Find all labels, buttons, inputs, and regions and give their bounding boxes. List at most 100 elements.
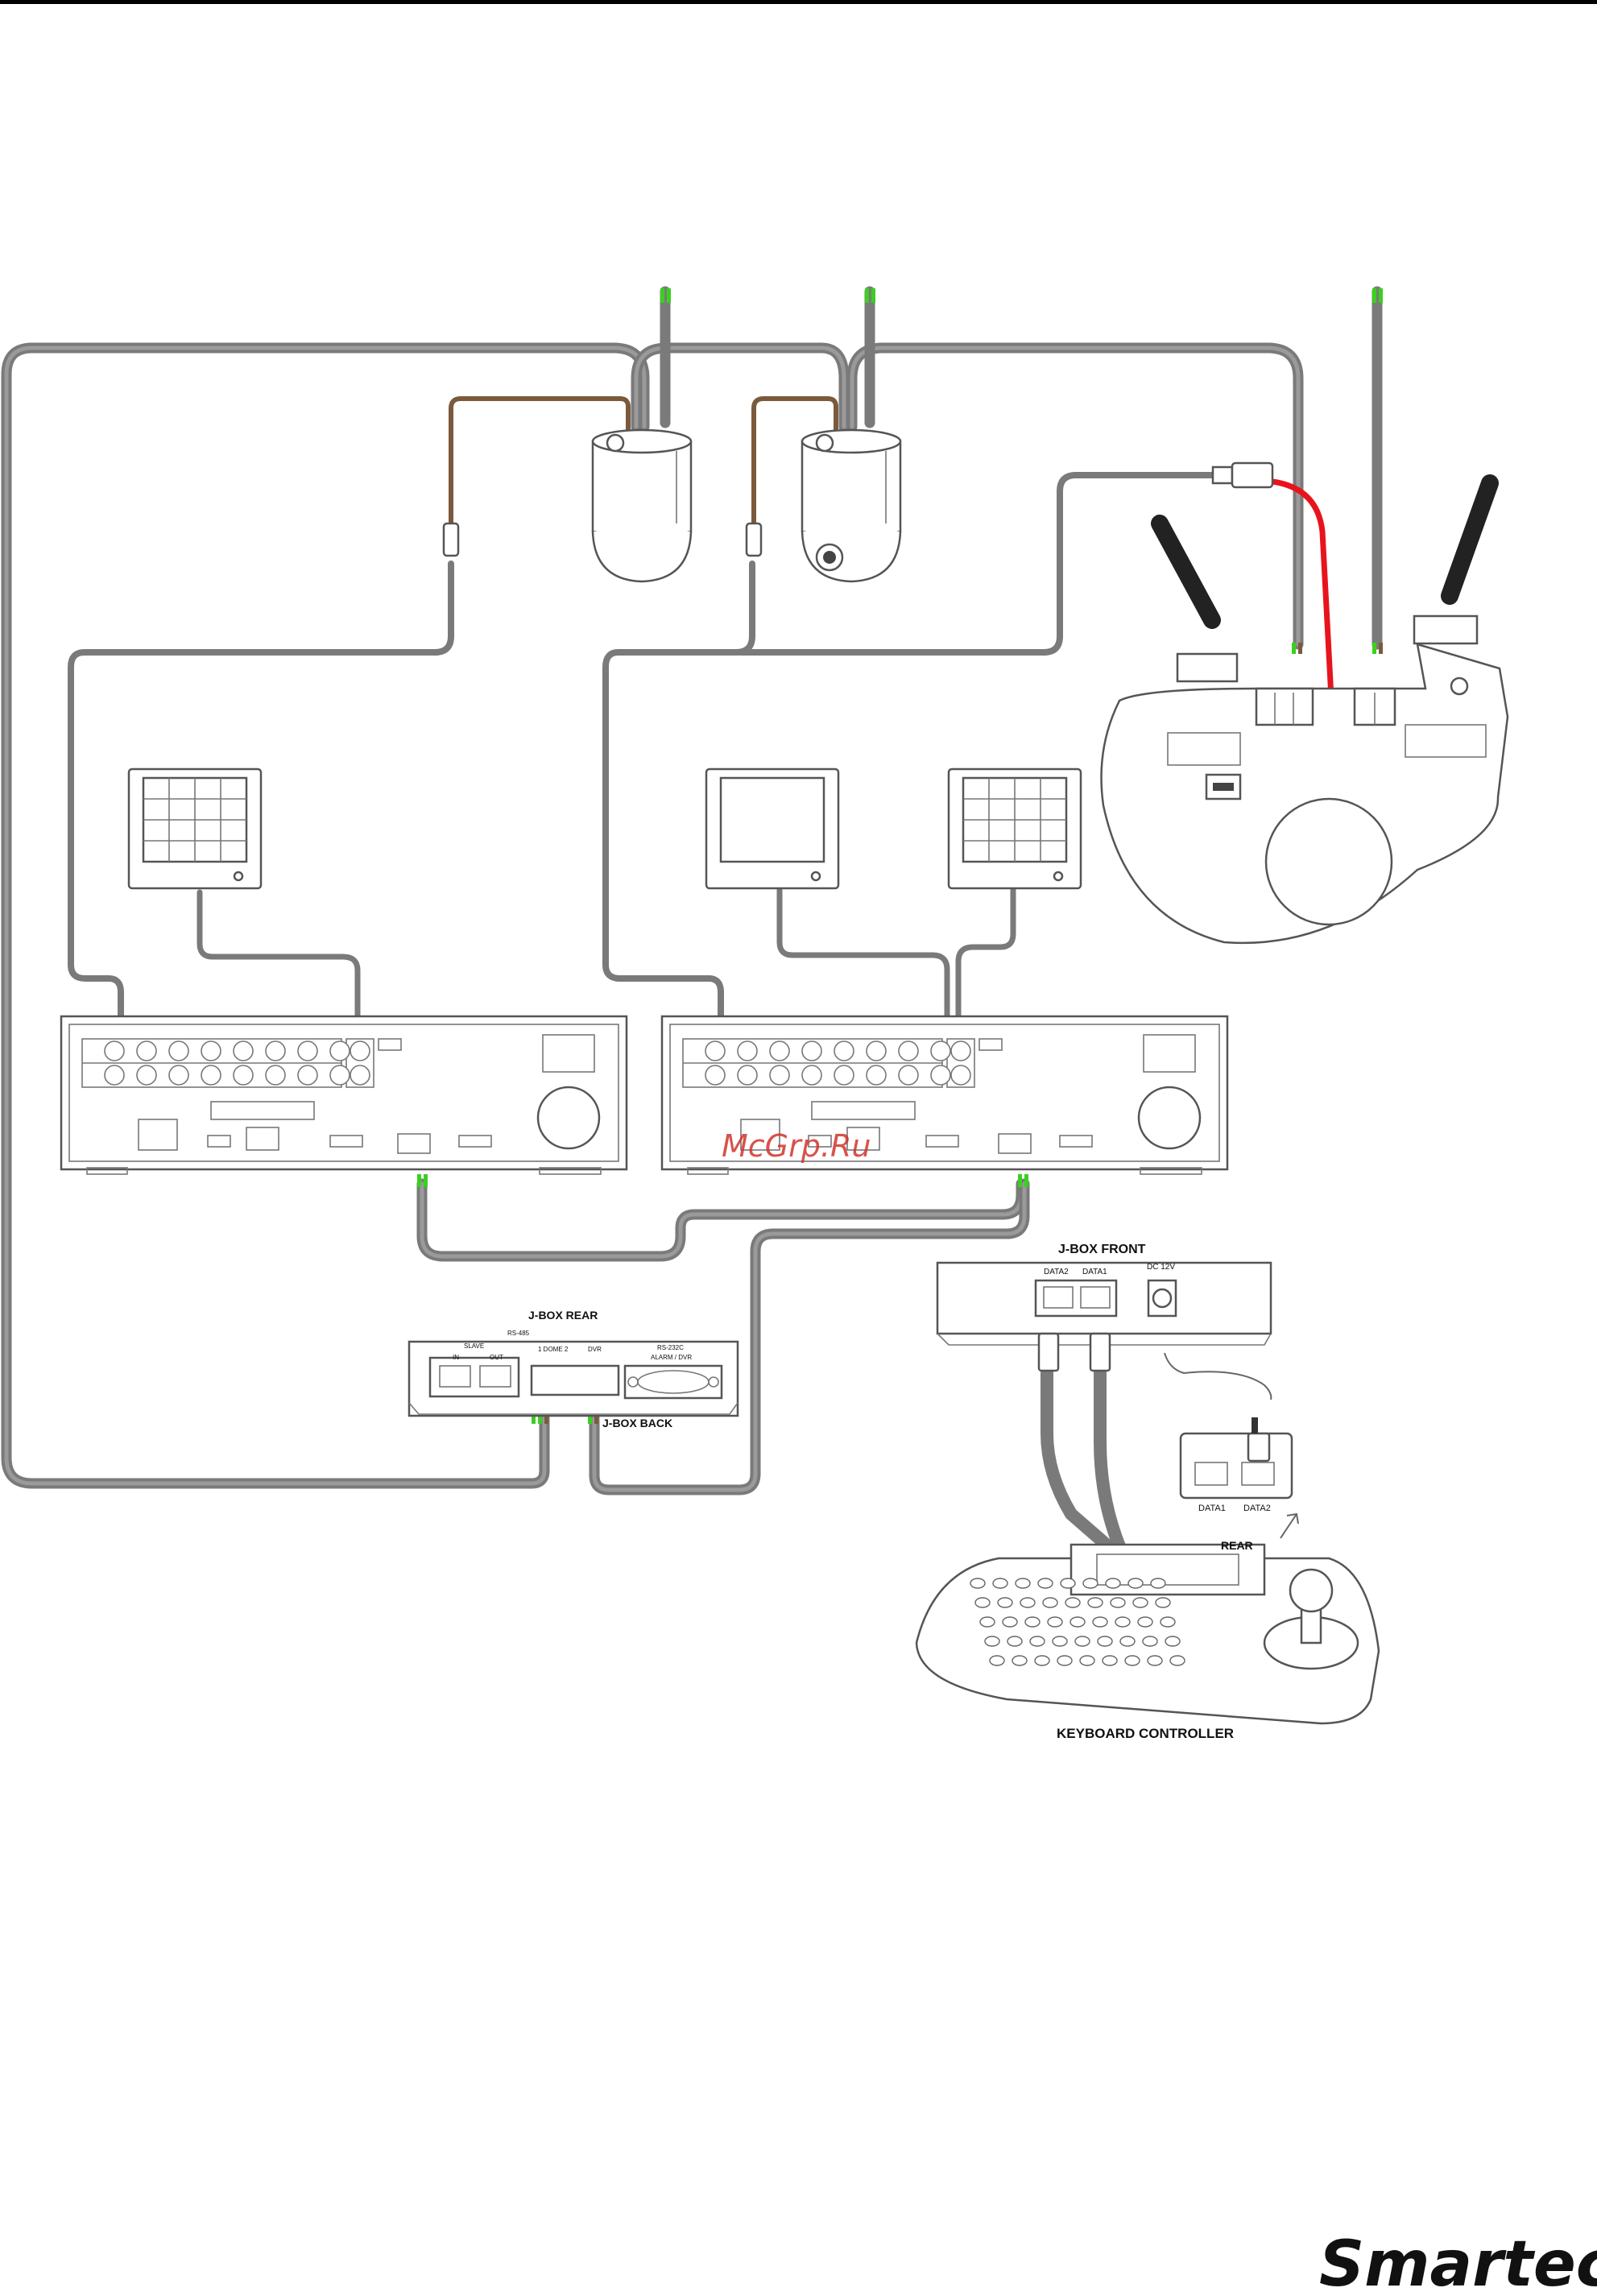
bnc-connector xyxy=(169,1041,188,1061)
keyboard-key xyxy=(980,1617,995,1627)
jbox-rear-rs485-label: RS-485 xyxy=(507,1330,530,1337)
jbox-front-data1-label: DATA1 xyxy=(1082,1268,1107,1276)
dome-control-board xyxy=(1102,483,1508,943)
keyboard-key xyxy=(1003,1617,1017,1627)
keyboard-key xyxy=(1128,1578,1143,1588)
keyboard-key xyxy=(1061,1578,1075,1588)
keyboard-key xyxy=(1111,1598,1125,1607)
bnc-connector xyxy=(298,1065,317,1085)
jbox-front xyxy=(937,1263,1271,1371)
cable-jbox-dc-lead xyxy=(1165,1353,1271,1400)
bnc-connector xyxy=(105,1065,124,1085)
rear-data1-label: DATA1 xyxy=(1198,1504,1226,1513)
keyboard-controller xyxy=(916,1545,1379,1723)
keyboard-key xyxy=(1065,1598,1080,1607)
jbox-front-data2-label: DATA2 xyxy=(1044,1268,1069,1276)
cable-dvr2-to-jbox-back xyxy=(594,1184,1024,1490)
jbox-back-label: J-BOX BACK xyxy=(602,1417,672,1429)
keyboard-key xyxy=(1093,1617,1107,1627)
watermark: McGrp.Ru xyxy=(722,1128,871,1164)
jbox-rear-in-label: IN xyxy=(453,1354,459,1361)
keyboard-key xyxy=(1020,1598,1035,1607)
monitor-1-quad xyxy=(129,769,261,888)
bnc-connector xyxy=(931,1065,950,1085)
bnc-connector xyxy=(951,1041,970,1061)
bnc-connector xyxy=(705,1065,725,1085)
keyboard-key xyxy=(1043,1598,1057,1607)
keyboard-key xyxy=(1125,1656,1140,1665)
keyboard-key xyxy=(1057,1656,1072,1665)
keyboard-key xyxy=(1080,1656,1094,1665)
keyboard-key xyxy=(998,1598,1012,1607)
bnc-connector xyxy=(234,1041,253,1061)
power-plug xyxy=(1213,463,1272,487)
bnc-connector xyxy=(298,1041,317,1061)
monitor-2-single xyxy=(706,769,838,888)
keyboard-key xyxy=(1120,1636,1135,1646)
keyboard-key xyxy=(1035,1656,1049,1665)
keyboard-key xyxy=(1170,1656,1185,1665)
bnc-connector xyxy=(350,1065,370,1085)
jbox-rear-dvr-label: DVR xyxy=(588,1346,602,1353)
keyboard-key xyxy=(990,1656,1004,1665)
bnc-connector xyxy=(899,1041,918,1061)
bnc-connector xyxy=(234,1065,253,1085)
bnc-connector xyxy=(201,1065,221,1085)
keyboard-key xyxy=(1016,1578,1030,1588)
keyboard-key xyxy=(1075,1636,1090,1646)
bnc-connector xyxy=(867,1065,886,1085)
jbox-front-title: J-BOX FRONT xyxy=(1058,1243,1146,1256)
jbox-front-dc-label: DC 12V xyxy=(1147,1263,1175,1272)
bnc-connector xyxy=(802,1041,821,1061)
keyboard-key xyxy=(975,1598,990,1607)
bnc-connector xyxy=(867,1041,886,1061)
bnc-connector xyxy=(931,1041,950,1061)
bnc-connector xyxy=(137,1065,156,1085)
bnc-connector xyxy=(705,1041,725,1061)
keyboard-rear-inset xyxy=(1181,1417,1298,1538)
keyboard-key xyxy=(1148,1656,1162,1665)
bnc-connector xyxy=(330,1065,350,1085)
keyboard-key xyxy=(985,1636,999,1646)
bnc-connector xyxy=(834,1041,854,1061)
keyboard-key xyxy=(1103,1656,1117,1665)
keyboard-key xyxy=(970,1578,985,1588)
bnc-connector xyxy=(951,1065,970,1085)
bnc-connector xyxy=(266,1065,285,1085)
jbox-rear xyxy=(409,1342,738,1416)
monitor-3-quad xyxy=(949,769,1081,888)
cable-monitor2-to-dvr2 xyxy=(780,890,947,1016)
cable-monitor3-to-dvr2 xyxy=(958,890,1013,1016)
keyboard-key xyxy=(1048,1617,1062,1627)
keyboard-key xyxy=(1038,1578,1053,1588)
bnc-connector xyxy=(899,1065,918,1085)
dome-camera-2 xyxy=(747,399,900,581)
keyboard-key xyxy=(1030,1636,1045,1646)
bnc-connector xyxy=(834,1065,854,1085)
keyboard-key xyxy=(1098,1636,1112,1646)
keyboard-key xyxy=(1007,1636,1022,1646)
brand-logo: Smartec xyxy=(1319,2228,1597,2296)
jbox-rear-out-label: OUT xyxy=(490,1354,503,1361)
keyboard-key xyxy=(1156,1598,1170,1607)
keyboard-key xyxy=(1161,1617,1175,1627)
jbox-rear-title: J-BOX REAR xyxy=(528,1309,598,1322)
dvr-1 xyxy=(61,1016,627,1174)
bnc-connector xyxy=(770,1065,789,1085)
bnc-connector xyxy=(105,1041,124,1061)
keyboard-key xyxy=(1053,1636,1067,1646)
keyboard-key xyxy=(1083,1578,1098,1588)
keyboard-key xyxy=(1088,1598,1103,1607)
bnc-connector xyxy=(770,1041,789,1061)
jbox-rear-dome-label: 1 DOME 2 xyxy=(538,1346,569,1353)
keyboard-key xyxy=(1070,1617,1085,1627)
rear-label: REAR xyxy=(1221,1539,1253,1552)
cable-dvr1-to-dvr2 xyxy=(422,1184,1021,1256)
keyboard-key xyxy=(1143,1636,1157,1646)
bnc-connector xyxy=(738,1041,757,1061)
jbox-rear-alarm-label: ALARM / DVR xyxy=(651,1354,692,1361)
jbox-rear-slave-label: SLAVE xyxy=(464,1342,484,1350)
cable-dome2-to-board xyxy=(852,348,1298,644)
bnc-connector xyxy=(137,1041,156,1061)
